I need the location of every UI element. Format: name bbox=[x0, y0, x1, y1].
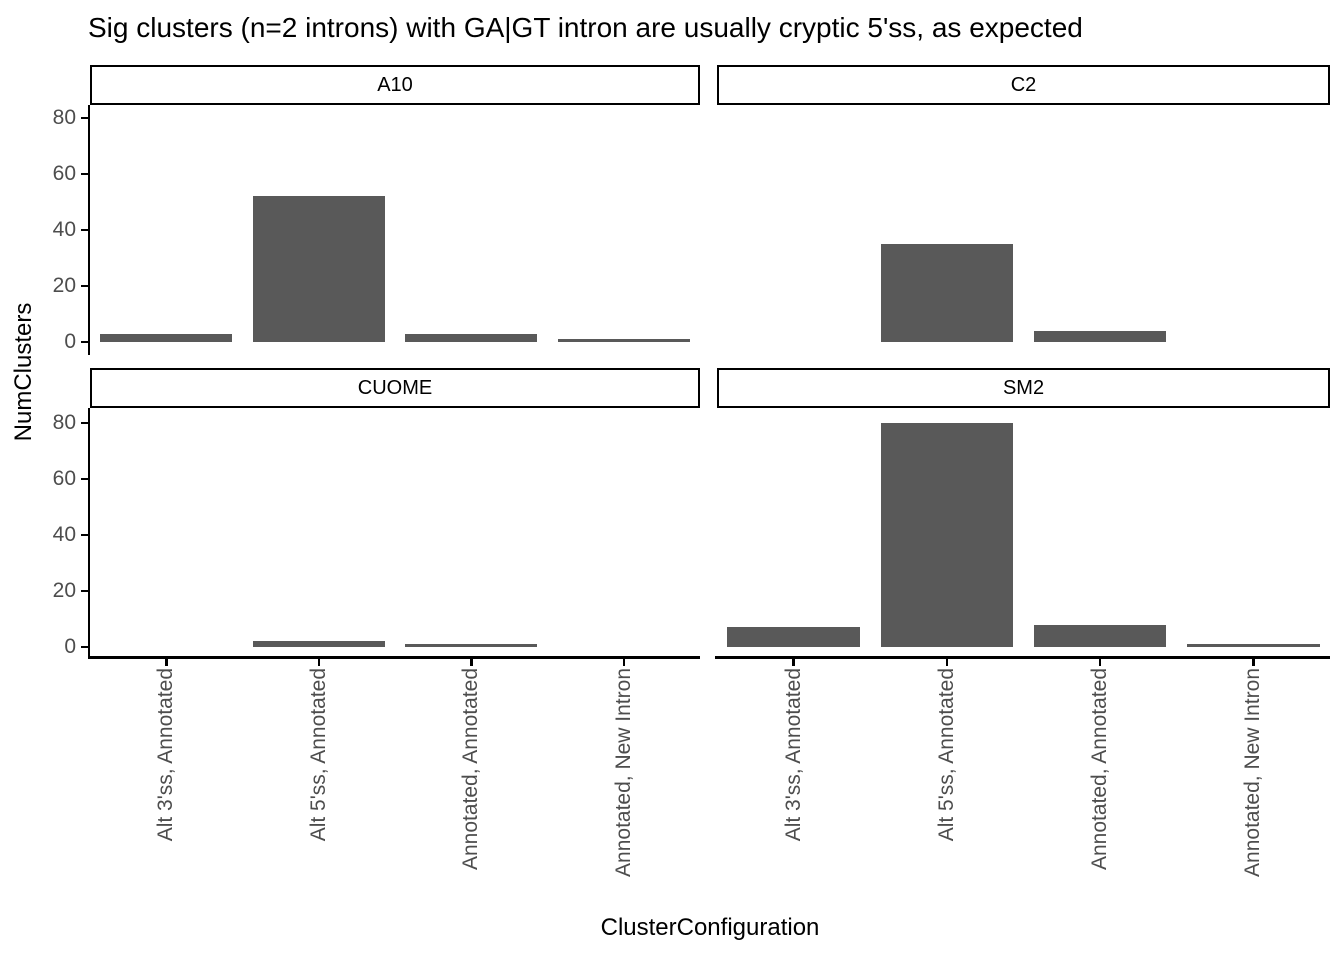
y-tick-label: 0 bbox=[64, 330, 76, 353]
x-axis-line bbox=[715, 656, 1330, 659]
facet-strip-label: C2 bbox=[1010, 73, 1037, 96]
x-tick-label: Annotated, New Intron bbox=[1241, 668, 1265, 877]
y-tick-label: 20 bbox=[52, 579, 76, 602]
y-tick bbox=[81, 478, 89, 480]
y-tick-label: 60 bbox=[52, 467, 76, 490]
facet-strip-label: SM2 bbox=[1002, 376, 1045, 399]
x-tick-label: Annotated, New Intron bbox=[611, 668, 635, 877]
x-tick bbox=[1098, 658, 1102, 666]
y-tick bbox=[81, 285, 89, 287]
bar bbox=[1033, 624, 1167, 647]
y-tick-label: 60 bbox=[52, 162, 76, 185]
bar bbox=[1033, 330, 1167, 342]
y-tick-label: 40 bbox=[52, 523, 76, 546]
facet-strip-label: A10 bbox=[377, 73, 413, 96]
y-tick bbox=[81, 534, 89, 536]
y-axis-line bbox=[88, 408, 90, 659]
x-tick-label: Alt 3'ss, Annotated bbox=[154, 668, 178, 842]
x-tick-label: Alt 5'ss, Annotated bbox=[306, 668, 330, 842]
x-tick bbox=[317, 658, 320, 666]
y-tick bbox=[81, 422, 89, 424]
facet-strip-label: CUOME bbox=[357, 376, 433, 399]
bar bbox=[727, 627, 860, 647]
facet-strip: A10 bbox=[90, 65, 700, 105]
facet-strip: SM2 bbox=[717, 368, 1330, 408]
y-tick-label: 80 bbox=[52, 411, 76, 434]
bar bbox=[880, 244, 1014, 342]
x-tick bbox=[470, 658, 473, 666]
x-axis-line bbox=[88, 656, 700, 659]
bar bbox=[405, 644, 538, 647]
y-axis-line bbox=[88, 105, 90, 355]
bar bbox=[405, 333, 538, 342]
bar bbox=[100, 333, 233, 342]
y-tick bbox=[81, 229, 89, 231]
x-tick-label: Annotated, Annotated bbox=[459, 668, 483, 871]
facet-strip: C2 bbox=[717, 65, 1330, 105]
x-tick-label: Annotated, Annotated bbox=[1088, 668, 1112, 871]
bar bbox=[1187, 644, 1320, 647]
bar bbox=[880, 423, 1014, 647]
y-tick bbox=[81, 646, 89, 648]
y-tick bbox=[81, 590, 89, 592]
facet-strip: CUOME bbox=[90, 368, 700, 408]
x-tick bbox=[945, 658, 949, 666]
x-tick-label: Alt 5'ss, Annotated bbox=[934, 668, 958, 842]
plot-title: Sig clusters (n=2 introns) with GA|GT in… bbox=[88, 12, 1083, 43]
bar bbox=[557, 339, 690, 342]
y-tick-label: 0 bbox=[64, 635, 76, 658]
x-axis-title: ClusterConfiguration bbox=[600, 914, 820, 941]
y-tick bbox=[81, 173, 89, 175]
x-tick bbox=[1252, 658, 1255, 666]
bar bbox=[252, 641, 385, 647]
y-tick-label: 80 bbox=[52, 106, 76, 129]
bar bbox=[252, 196, 385, 342]
x-tick-label: Alt 3'ss, Annotated bbox=[781, 668, 805, 842]
y-tick-label: 20 bbox=[52, 274, 76, 297]
x-tick bbox=[622, 658, 625, 666]
y-tick bbox=[81, 341, 89, 343]
y-tick bbox=[81, 117, 89, 119]
x-tick bbox=[165, 658, 168, 666]
x-tick bbox=[792, 658, 795, 666]
y-tick-label: 40 bbox=[52, 218, 76, 241]
